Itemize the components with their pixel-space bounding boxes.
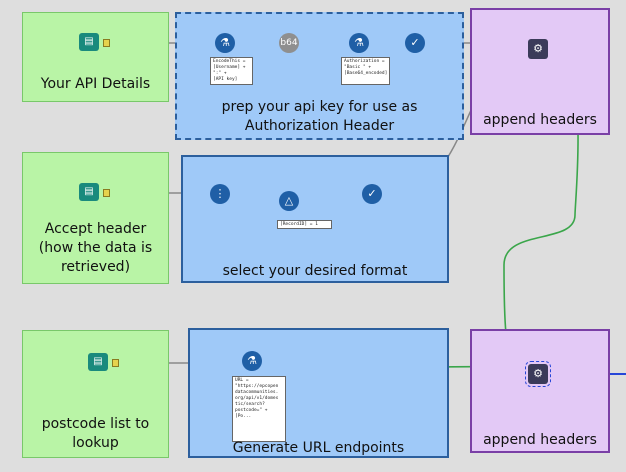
container-label: select your desired format [222, 263, 408, 279]
container-label: postcode list to lookup [41, 416, 150, 451]
gears-icon[interactable]: ⚙ [528, 39, 548, 59]
annotation-encode: EncodeThis = [Username] + ":" + [API key… [210, 57, 253, 85]
container-select-format[interactable]: ⋮ △ ✓ [RecordID] = 1 select your desired… [181, 155, 449, 283]
gears-icon[interactable]: ⚙ [525, 361, 551, 387]
filter-icon[interactable]: △ [279, 191, 299, 211]
record-icon[interactable]: ⋮ [210, 184, 230, 204]
container-label: append headers [483, 112, 597, 128]
container-append-headers-1[interactable]: ⚙ append headers [470, 8, 610, 135]
annotation-recordid: [RecordID] = 1 [277, 220, 332, 229]
container-postcode-list[interactable]: ▤ postcode list to lookup [22, 330, 169, 458]
annotation-url: URL = "https://epcopen datacommunities. … [232, 376, 286, 442]
book-icon[interactable]: ▤ [79, 183, 99, 201]
container-append-headers-2[interactable]: ⚙ append headers [470, 329, 610, 453]
output-anchor[interactable] [103, 189, 110, 197]
flask-icon[interactable]: ⚗ [215, 33, 235, 53]
container-label: Accept header (how the data is retrieved… [38, 221, 153, 275]
container-api-details[interactable]: ▤ Your API Details [22, 12, 169, 102]
output-anchor[interactable] [112, 359, 119, 367]
container-accept-header[interactable]: ▤ Accept header (how the data is retriev… [22, 152, 169, 284]
container-label: Generate URL endpoints [232, 440, 405, 456]
check-icon[interactable]: ✓ [362, 184, 382, 204]
annotation-authorization: Authorization = "Basic " + [Base64_encod… [341, 57, 390, 85]
container-label: append headers [483, 432, 597, 448]
container-label: Your API Details [40, 76, 151, 92]
book-icon[interactable]: ▤ [88, 353, 108, 371]
container-label: prep your api key for use as Authorizati… [221, 99, 418, 134]
flask-icon[interactable]: ⚗ [349, 33, 369, 53]
check-icon[interactable]: ✓ [405, 33, 425, 53]
base64-icon[interactable]: b64 [279, 33, 299, 53]
book-icon[interactable]: ▤ [79, 33, 99, 51]
flask-icon[interactable]: ⚗ [242, 351, 262, 371]
container-generate-url[interactable]: ⚗ URL = "https://epcopen datacommunities… [188, 328, 449, 458]
container-prep-api-key[interactable]: ⚗ b64 ⚗ ✓ EncodeThis = [Username] + ":" … [175, 12, 464, 140]
output-anchor[interactable] [103, 39, 110, 47]
